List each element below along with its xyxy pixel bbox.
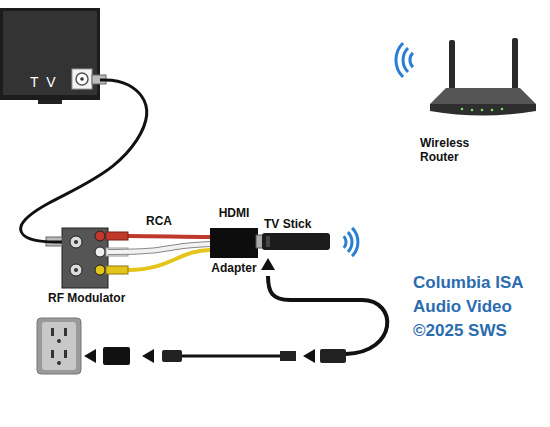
coax-jack-pin xyxy=(80,77,84,81)
rca-plug xyxy=(106,266,128,274)
usb-connector xyxy=(280,351,296,361)
router-antenna xyxy=(512,38,518,92)
usb-plug xyxy=(162,350,182,362)
wireless-router-node: Wireless Router xyxy=(398,40,538,128)
arrow-symbol xyxy=(303,349,315,363)
credit-text: Audio Video xyxy=(413,297,512,317)
rf-jack-pin xyxy=(74,268,78,272)
node-label: HDMI xyxy=(219,206,250,220)
rca-jack xyxy=(95,247,105,257)
wall-outlet xyxy=(37,318,81,374)
coax-jack-ring xyxy=(76,73,88,85)
node-sublabel: Adapter xyxy=(211,261,256,275)
node-label: T V xyxy=(30,74,58,91)
rca-jack xyxy=(95,265,105,275)
arrow-symbol xyxy=(142,349,154,363)
node-label: Wireless Router xyxy=(420,136,490,165)
hdmi-adapter-body xyxy=(210,228,258,258)
tv-stick-ridge xyxy=(266,236,270,247)
rf-modulator-box xyxy=(62,228,108,288)
arrow-symbol xyxy=(261,258,275,270)
usb-cable xyxy=(182,355,280,358)
tv-bezel xyxy=(0,8,100,100)
outlet-plate xyxy=(42,322,76,370)
tv-stick-node: TV Stick xyxy=(262,233,330,250)
rf-jack xyxy=(70,264,82,276)
credit-text: Columbia ISA xyxy=(413,273,524,293)
cable-outline xyxy=(108,244,210,252)
rf-jack xyxy=(70,236,82,248)
tv-screen xyxy=(3,11,97,95)
usb-plug xyxy=(320,349,346,363)
tv-stand xyxy=(38,100,62,104)
coax-jack xyxy=(72,69,92,89)
arrow-symbol xyxy=(84,349,96,363)
rca-plug xyxy=(106,232,128,240)
credit-text: ©2025 SWS xyxy=(413,321,507,341)
rf-jack-pin xyxy=(74,240,78,244)
router-leds xyxy=(461,108,504,112)
power-adapter xyxy=(103,347,130,365)
router-top xyxy=(430,88,536,104)
wifi-symbol xyxy=(396,43,413,77)
red-wire xyxy=(128,236,210,237)
connector-group xyxy=(21,80,210,252)
rf-modulator-node: RF Modulator xyxy=(62,228,108,288)
usb-cable xyxy=(268,276,387,354)
hdmi-adapter-node: HDMIAdapter xyxy=(210,228,258,258)
rca-jack xyxy=(95,231,105,241)
router-front xyxy=(430,104,536,116)
node-label: TV Stick xyxy=(264,217,311,231)
outlet-sockets xyxy=(51,328,67,365)
edge-label: RCA xyxy=(144,214,174,228)
wifi-symbol xyxy=(344,228,358,256)
cable-connector xyxy=(108,244,210,252)
cable-connector xyxy=(21,80,147,242)
tv-node: T V xyxy=(0,8,100,98)
router-antenna xyxy=(449,40,455,92)
tv-stick-body xyxy=(262,233,330,250)
node-label: RF Modulator xyxy=(48,291,125,305)
